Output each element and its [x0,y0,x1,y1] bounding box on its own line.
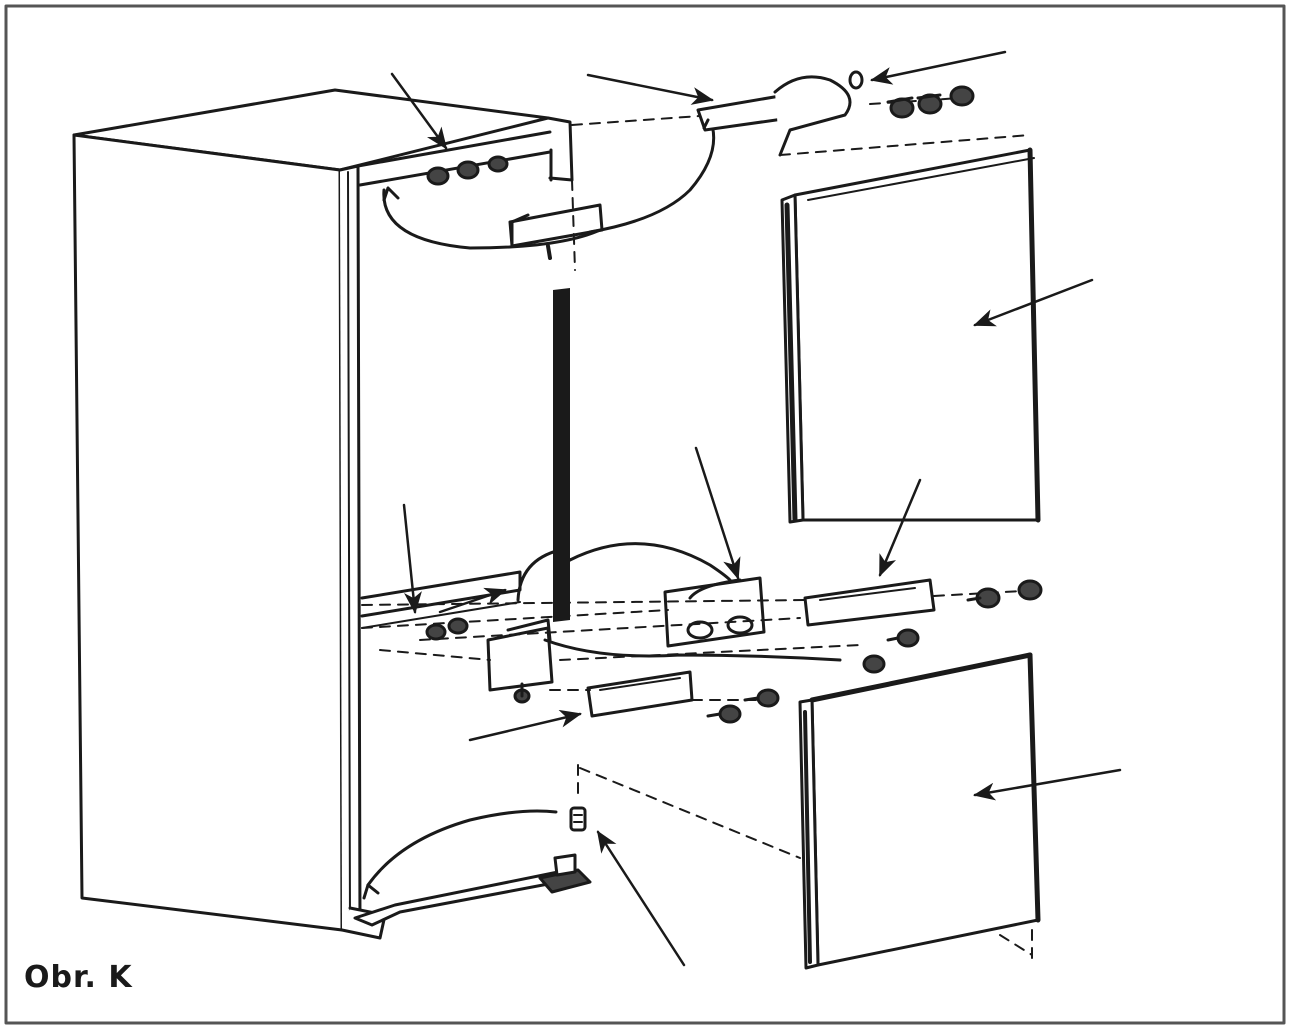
lower-door [798,652,1041,970]
arrow-lower-door [973,768,1122,801]
bottom-guide-lines [577,764,1033,961]
arrow-middle-cover [694,446,741,580]
figure-caption: Obr. K [24,960,133,995]
bottom-hinge [362,809,592,900]
middle-hinge-screws [425,579,1043,724]
middle-hinge-cover [568,542,766,648]
top-hinge-screws [886,85,975,119]
fridge-cabinet [72,88,582,940]
middle-hinge-plate [586,578,936,718]
arrow-middle-plate [878,478,922,577]
arrow-bottom-pin [596,830,686,967]
arrow-middle-rail [438,587,507,614]
cabinet-top-bolts [382,155,602,250]
pointer-arrows [390,50,1122,967]
upper-door [780,147,1041,524]
top-hinge-pin [696,70,864,157]
arrow-top-cabinet [390,72,448,150]
arrow-top-hinge-left [586,73,714,105]
top-hinge-bracket [508,123,716,260]
arrow-upper-door [973,278,1094,327]
middle-hinge-bracket [486,548,842,704]
figure-frame [4,4,1286,1025]
bottom-hinge-pin [569,806,587,832]
top-guide-lines [571,97,1031,271]
arrow-middle-left [402,503,422,614]
arrow-lower-plate [468,709,582,742]
arrow-top-hinge-pin [870,50,1007,85]
